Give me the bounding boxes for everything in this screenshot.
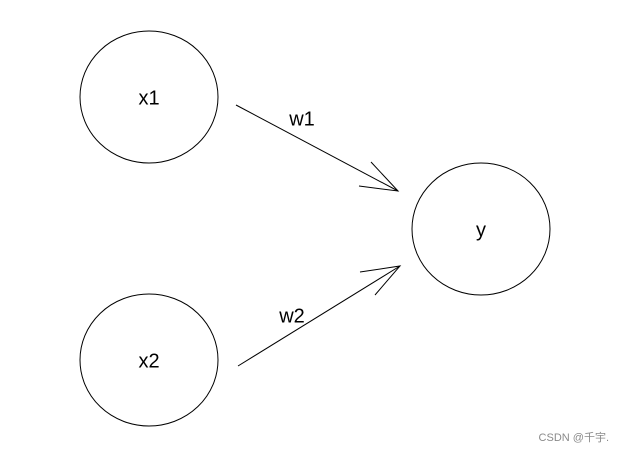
watermark-text: CSDN @千宇. [538, 432, 609, 444]
node-x2-label: x2 [138, 350, 159, 372]
node-y: y [411, 162, 551, 296]
edge-w2-line [237, 265, 401, 367]
edge-w2-label: w2 [278, 305, 305, 327]
node-x1: x1 [79, 30, 219, 164]
node-x2-circle [79, 293, 219, 427]
edge-w1-label: w1 [288, 108, 315, 130]
edge-w1-line [235, 104, 399, 192]
edge-w2-arrowhead [359, 265, 402, 296]
node-x1-label: x1 [138, 87, 159, 109]
edge-w2: w2 [237, 265, 402, 367]
edge-w1-arrowhead [358, 161, 400, 192]
node-y-label: y [476, 219, 486, 241]
node-y-circle [411, 162, 551, 296]
node-x1-circle [79, 30, 219, 164]
node-x2: x2 [79, 293, 219, 427]
edge-w1: w1 [235, 104, 400, 192]
